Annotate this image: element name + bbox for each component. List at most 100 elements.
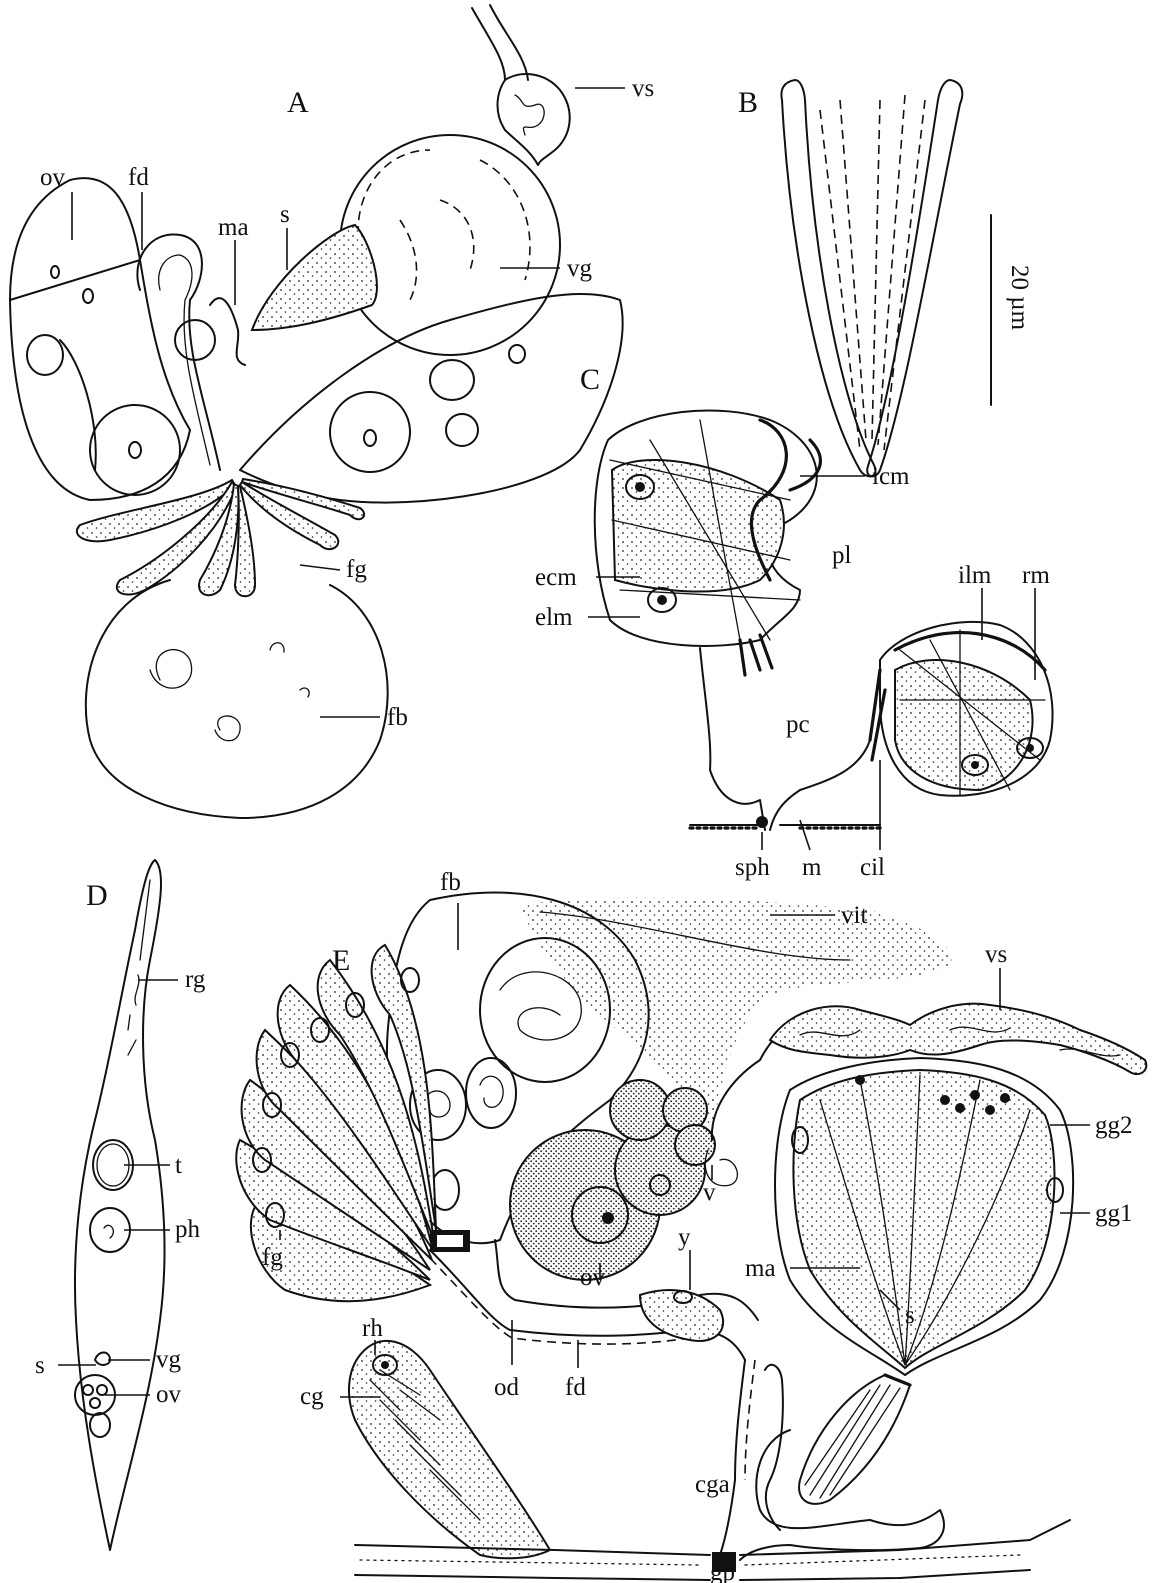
panel-label-b: B xyxy=(738,86,758,119)
fd-chamber xyxy=(175,320,215,360)
oocyte-5 xyxy=(446,414,478,446)
label-e-cg: cg xyxy=(300,1383,324,1410)
panel-label-a: A xyxy=(287,86,309,119)
label-e-rh: rh xyxy=(362,1315,383,1342)
oocyte-1 xyxy=(27,335,63,375)
panel-c: C icm pl xyxy=(535,363,1053,881)
label-e-vs: vs xyxy=(985,941,1007,968)
label-e-v: v xyxy=(703,1179,716,1206)
ovary-nucleus-2 xyxy=(83,289,93,303)
cilia-lower xyxy=(870,670,885,760)
panel-e: E xyxy=(236,869,1146,1583)
vg-inner-dashes xyxy=(358,150,530,280)
stylet-e-base xyxy=(885,1375,910,1385)
cga-left-wall xyxy=(720,1360,745,1555)
oocyte-2-nucleus xyxy=(129,442,141,458)
oocyte-3-nucleus xyxy=(364,430,376,446)
pharynx-cavity-wall-left xyxy=(700,648,765,830)
nucleus-c-1-dot xyxy=(635,482,645,492)
fb-swirl-2 xyxy=(215,716,240,741)
pharynx-d-mark xyxy=(104,1225,113,1238)
label-e-fb-top: fb xyxy=(440,869,461,896)
label-c-m: m xyxy=(802,854,822,881)
panel-a: A xyxy=(10,5,654,818)
ovary-d-cell-1 xyxy=(83,1385,93,1395)
label-a-s: s xyxy=(280,201,290,228)
stylet-b-right-wall xyxy=(867,80,962,476)
oocyte-6 xyxy=(509,345,525,363)
ovary-e-nucleolus xyxy=(602,1212,614,1224)
label-a-ma: ma xyxy=(218,214,249,241)
label-e-fg: fg xyxy=(262,1244,283,1271)
vesicula-granulorum-d xyxy=(95,1353,110,1365)
label-e-cga: cga xyxy=(695,1471,730,1498)
label-c-pc: pc xyxy=(786,711,810,738)
pharynx-cavity-wall-right xyxy=(770,740,870,830)
female-bursa-a xyxy=(86,580,388,818)
label-e-ma: ma xyxy=(745,1255,776,1282)
scale-bar-label: 20 µm xyxy=(1006,265,1033,331)
ovary-e-cell-5 xyxy=(675,1125,715,1165)
ovary-e-cell-3 xyxy=(610,1080,670,1140)
label-a-vs: vs xyxy=(632,75,654,102)
leader-fg-a xyxy=(300,565,340,570)
label-d-t: t xyxy=(175,1152,182,1179)
fb-marks xyxy=(270,643,309,697)
nucleus-c-2-dot xyxy=(657,595,667,605)
stylet-b-left-wall xyxy=(781,80,875,476)
label-c-rm: rm xyxy=(1022,562,1050,589)
label-d-vg: vg xyxy=(156,1346,182,1373)
label-c-pl: pl xyxy=(832,542,852,569)
label-a-fb: fb xyxy=(387,704,408,731)
panel-label-d: D xyxy=(86,879,108,912)
label-e-gg1: gg1 xyxy=(1095,1200,1133,1227)
vesicula-seminalis-e xyxy=(770,1004,1146,1074)
stylet-e-outline xyxy=(799,1375,910,1504)
label-e-y: y xyxy=(678,1224,691,1251)
ovary-d-lobe xyxy=(90,1413,110,1437)
body-outline-d xyxy=(75,860,165,1550)
rh-nucleolus xyxy=(381,1361,389,1369)
label-c-icm: icm xyxy=(872,463,910,490)
nucleus-c-3-dot xyxy=(971,761,979,769)
ovary-left-a xyxy=(10,178,190,500)
vs-duct xyxy=(472,5,528,80)
oocyte-4 xyxy=(430,360,474,400)
label-e-fd: fd xyxy=(565,1374,586,1401)
fb-sperm-mass-3 xyxy=(466,1058,516,1128)
oocyte-2 xyxy=(90,405,180,495)
label-c-elm: elm xyxy=(535,604,573,631)
label-c-sph: sph xyxy=(735,854,770,881)
label-e-od: od xyxy=(494,1374,520,1401)
label-c-ecm: ecm xyxy=(535,564,577,591)
sphincter-c xyxy=(756,816,768,828)
label-a-ov: ov xyxy=(40,164,66,191)
nucleus-c-4-dot xyxy=(1026,744,1034,752)
label-d-ov: ov xyxy=(156,1381,182,1408)
panel-b: B 20 µm xyxy=(738,80,1033,476)
label-c-cil: cil xyxy=(860,854,885,881)
label-a-fg: fg xyxy=(346,556,367,583)
label-e-s: s xyxy=(905,1302,915,1329)
fb-swirl xyxy=(150,650,192,689)
epidermis-e-bottom xyxy=(355,1570,1030,1580)
label-a-vg: vg xyxy=(567,255,593,282)
male-atrium-a xyxy=(210,298,245,365)
label-d-ph: ph xyxy=(175,1216,201,1243)
granule-gland-gg1 xyxy=(793,1070,1054,1368)
ovary-d-cell-2 xyxy=(97,1385,107,1395)
panel-label-c: C xyxy=(580,363,600,396)
vs-contents xyxy=(515,95,544,135)
ovary-nucleus-1 xyxy=(51,266,59,278)
label-c-ilm: ilm xyxy=(958,562,992,589)
label-d-s: s xyxy=(35,1352,45,1379)
label-e-gp: gp xyxy=(710,1559,735,1583)
stylet-a xyxy=(252,225,377,330)
label-d-rg: rg xyxy=(185,966,206,993)
fb-sphincter-inner xyxy=(437,1235,463,1247)
ovary-d-cell-3 xyxy=(90,1398,100,1408)
oocyte-3 xyxy=(330,392,410,472)
label-a-fd: fd xyxy=(128,164,149,191)
female-duct-inner xyxy=(159,255,210,465)
